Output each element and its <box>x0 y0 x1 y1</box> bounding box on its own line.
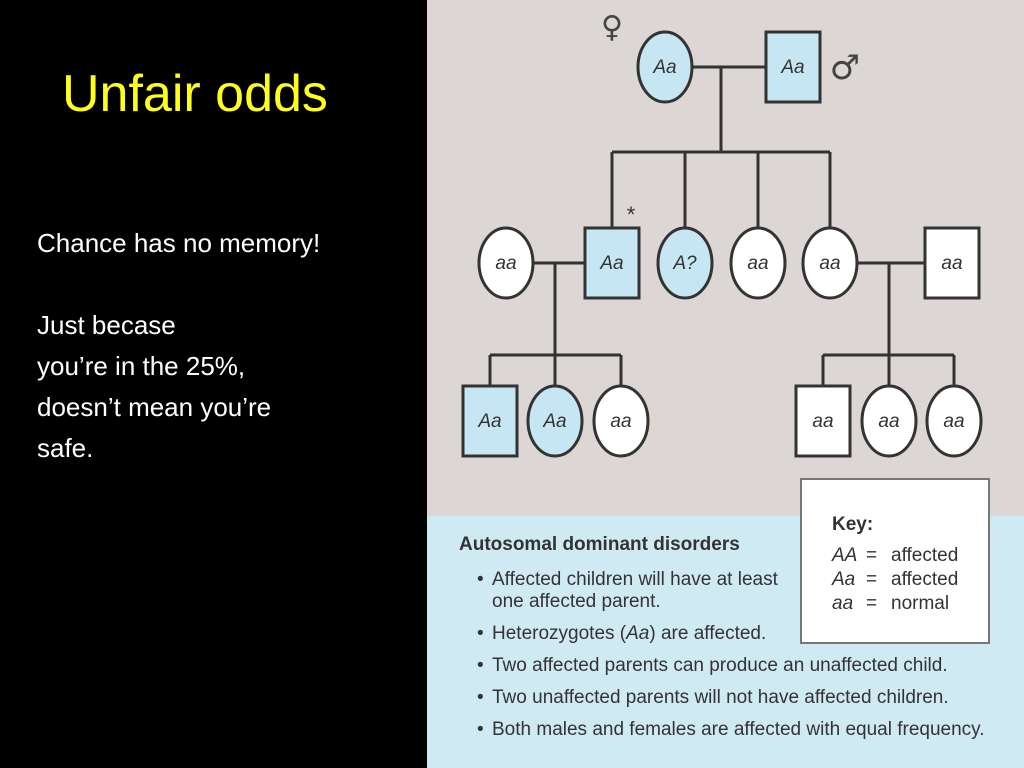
genotype-label: aa <box>941 253 962 274</box>
key-row: AA = affected <box>832 544 958 568</box>
genotype-label: Aa <box>599 253 623 274</box>
key-row: Aa = affected <box>832 568 958 592</box>
bullet-1-line-2: one affected parent. <box>492 591 661 612</box>
bullet-2-genotype: Aa <box>626 623 650 644</box>
key-genotype: aa <box>832 593 854 614</box>
bullet-2-prefix: Heterozygotes ( <box>492 623 627 644</box>
genotype-label: aa <box>878 411 899 432</box>
genotype-label: aa <box>812 411 833 432</box>
notes-bullet: Two affected parents can produce an unaf… <box>477 655 985 677</box>
notes-bullet: Affected children will have at least one… <box>477 569 985 613</box>
genotype-key: Key: AA = affected Aa = affected aa = normal <box>800 478 990 644</box>
key-meaning: affected <box>891 545 959 566</box>
key-equals: = <box>866 569 878 590</box>
female-individual <box>656 226 714 300</box>
genotype-label: aa <box>610 411 631 432</box>
bullet-1-line-1: Affected children will have at least <box>492 569 778 590</box>
genotype-label: Aa <box>780 57 804 78</box>
body-line-2: Just becase <box>37 310 176 340</box>
slide-body-text: Chance has no memory! Just becase you’re… <box>37 223 422 469</box>
notes-bullet: Two unaffected parents will not have aff… <box>477 687 985 709</box>
genotype-label: Aa <box>542 411 566 432</box>
key-equals: = <box>866 545 878 566</box>
notes-list: Affected children will have at least one… <box>477 569 985 751</box>
key-meaning: affected <box>891 569 959 590</box>
body-line-4: doesn’t mean you’re <box>37 392 272 422</box>
notes-heading: Autosomal dominant disorders <box>459 534 740 555</box>
pedigree-figure: Autosomal dominant disorders Affected ch… <box>427 0 1024 768</box>
key-row: aa = normal <box>832 592 949 616</box>
female-individual <box>592 384 650 458</box>
genotype-label: aa <box>495 253 516 274</box>
key-genotype: Aa <box>832 569 856 590</box>
body-line-1: Chance has no memory! <box>37 228 321 258</box>
female-individual <box>925 384 983 458</box>
female-individual <box>477 226 535 300</box>
genotype-label: aa <box>747 253 768 274</box>
female-symbol-icon: ♀ <box>601 10 623 45</box>
pedigree-lines <box>488 65 956 385</box>
notes-bullet: Heterozygotes (Aa) are affected. <box>477 623 985 645</box>
female-individual <box>636 30 694 104</box>
slide-title: Unfair odds <box>62 65 328 123</box>
male-symbol-icon: ♂ <box>830 48 860 88</box>
notes-bullet: Both males and females are affected with… <box>477 719 985 741</box>
male-individual <box>583 226 641 300</box>
key-meaning: normal <box>891 593 950 614</box>
bullet-2-suffix: ) are affected. <box>649 623 767 644</box>
female-individual <box>801 226 859 300</box>
male-individual <box>923 226 981 300</box>
male-individual <box>764 30 822 104</box>
body-line-3: you’re in the 25%, <box>37 351 246 381</box>
key-title: Key: <box>832 514 874 535</box>
key-equals: = <box>866 593 878 614</box>
key-genotype: AA <box>832 545 858 566</box>
proband-asterisk: * <box>627 202 636 227</box>
genotype-label: Aa <box>652 57 676 78</box>
body-line-5: safe. <box>37 433 94 463</box>
genotype-label: aa <box>943 411 964 432</box>
female-individual <box>526 384 584 458</box>
female-individual <box>860 384 918 458</box>
genotype-label: A? <box>672 253 697 274</box>
male-individual <box>794 384 852 458</box>
genotype-label: Aa <box>477 411 501 432</box>
male-individual <box>461 384 519 458</box>
female-individual <box>729 226 787 300</box>
genotype-label: aa <box>819 253 840 274</box>
